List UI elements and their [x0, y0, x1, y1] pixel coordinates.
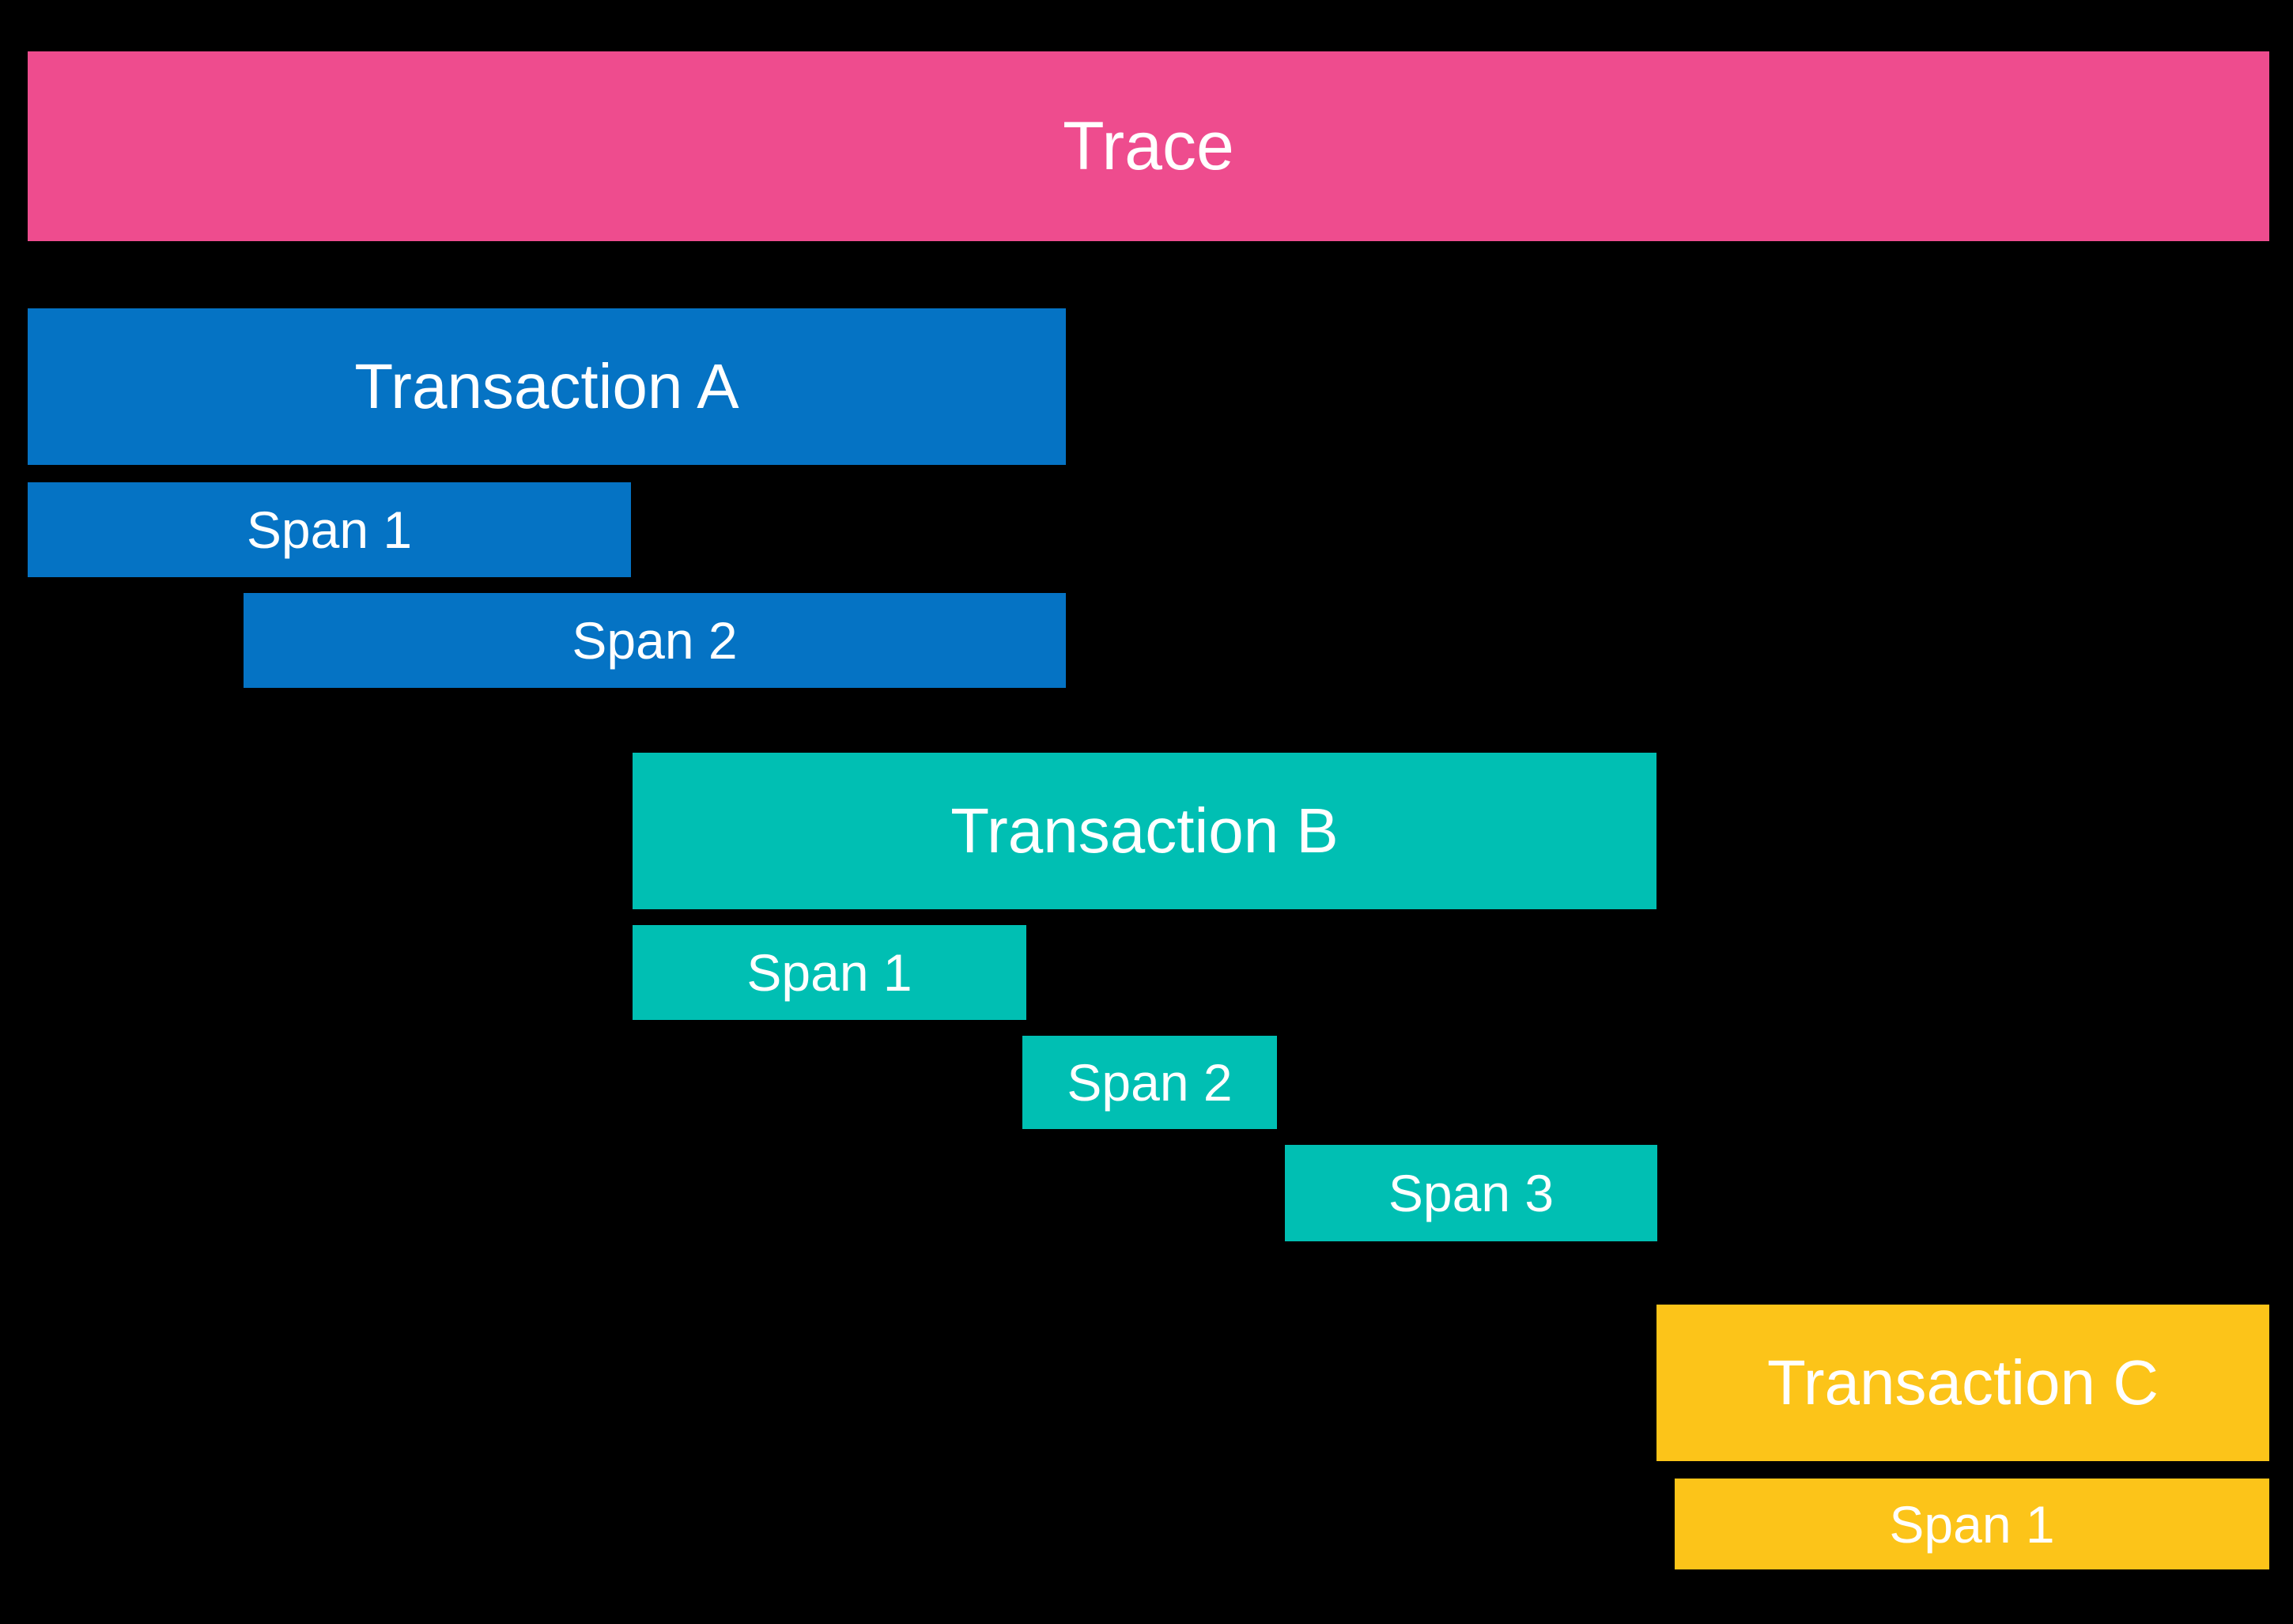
transaction-c-label: Transaction C [1767, 1347, 2159, 1418]
transaction-b-span-2-label: Span 2 [1067, 1053, 1233, 1112]
transaction-b-label: Transaction B [950, 795, 1339, 866]
span-bar: Span 1 [633, 925, 1026, 1020]
transaction-a-span-1-label: Span 1 [246, 500, 413, 559]
span-bar: Span 2 [244, 593, 1066, 688]
span-bar: Span 3 [1285, 1145, 1657, 1241]
trace-label: Trace [1063, 108, 1234, 184]
transaction-bar: Transaction B [633, 753, 1656, 909]
transaction-c-span-1-label: Span 1 [1889, 1494, 2055, 1554]
span-bar: Span 1 [28, 482, 631, 577]
transaction-b-span-1-label: Span 1 [746, 943, 912, 1002]
span-bar: Span 1 [1675, 1479, 2269, 1569]
transaction-b-span-3-label: Span 3 [1388, 1164, 1554, 1222]
trace-bar: Trace [28, 51, 2269, 241]
transaction-a-span-2-label: Span 2 [572, 611, 738, 670]
transaction-bar: Transaction C [1656, 1305, 2269, 1461]
transaction-bar: Transaction A [28, 308, 1066, 465]
span-bar: Span 2 [1022, 1036, 1277, 1129]
transaction-a-label: Transaction A [354, 351, 739, 421]
